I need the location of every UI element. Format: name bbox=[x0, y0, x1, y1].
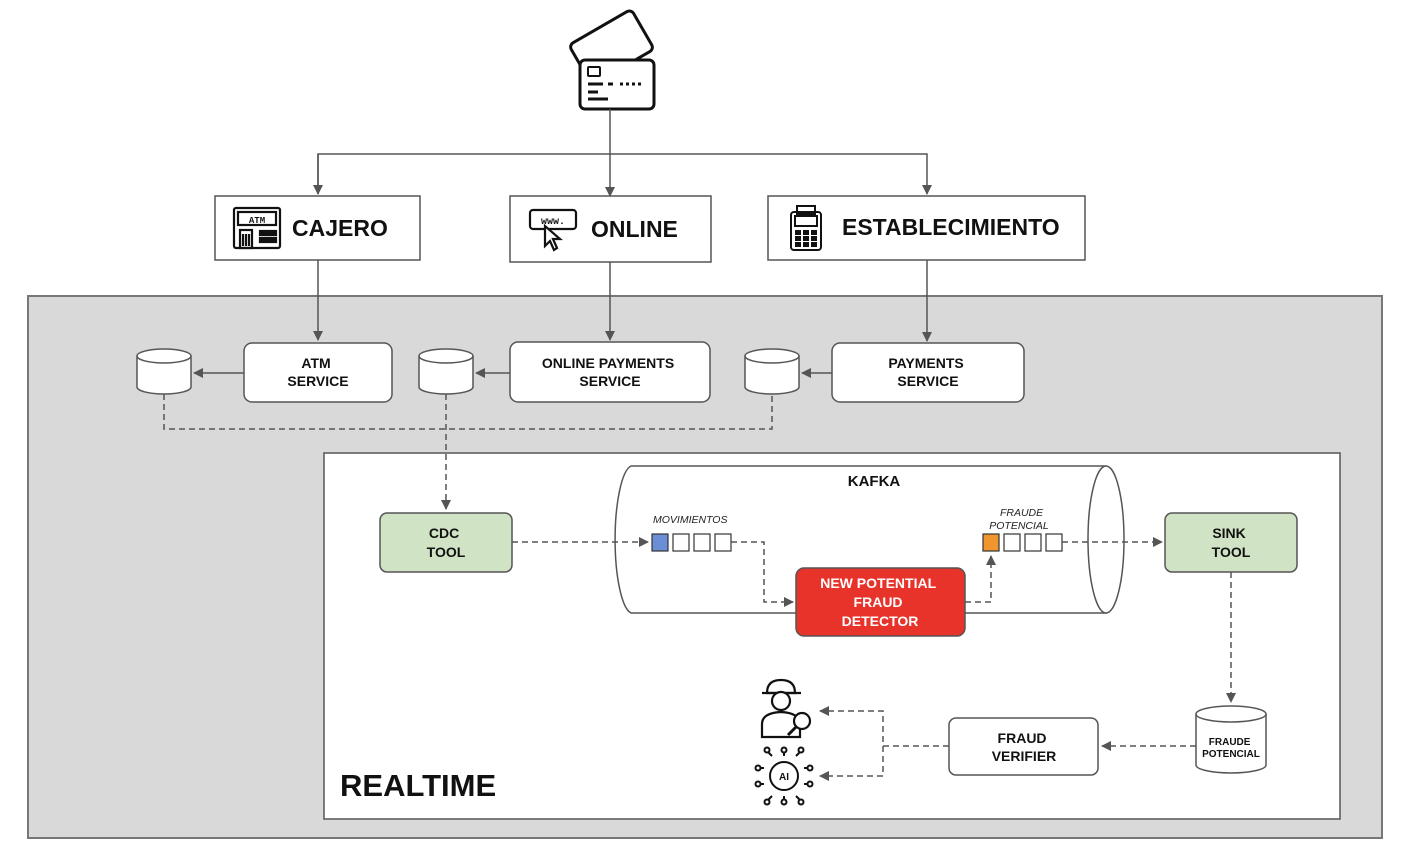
online-service-line1: ONLINE PAYMENTS bbox=[542, 355, 674, 371]
topic-movimientos-label: MOVIMIENTOS bbox=[653, 514, 727, 526]
detector-line2: FRAUD bbox=[854, 594, 903, 610]
fraud-verifier: FRAUD VERIFIER bbox=[948, 717, 1099, 776]
svg-text:ATM SERVICE: ATM SERVICE bbox=[287, 355, 348, 389]
fraud-verifier-line2: VERIFIER bbox=[992, 748, 1057, 764]
svg-text:AI: AI bbox=[779, 772, 789, 783]
payments-service: PAYMENTS SERVICE bbox=[831, 342, 1025, 403]
sink-tool-line2: TOOL bbox=[1212, 544, 1251, 560]
credit-cards-icon bbox=[569, 9, 656, 111]
realtime-title: REALTIME bbox=[340, 768, 496, 803]
svg-text:www.: www. bbox=[541, 217, 565, 228]
card-distribution-lines bbox=[313, 109, 932, 197]
atm-service-line2: SERVICE bbox=[287, 373, 348, 389]
cdc-tool-line2: TOOL bbox=[427, 544, 466, 560]
fraude-db-line2: POTENCIAL bbox=[1202, 749, 1260, 760]
svg-text:SINK TOOL: SINK TOOL bbox=[1212, 525, 1251, 560]
svg-text:FRAUDE POTENCIAL: FRAUDE POTENCIAL bbox=[989, 507, 1049, 532]
fraud-detector: NEW POTENTIAL FRAUD DETECTOR bbox=[795, 567, 966, 637]
online-service-line2: SERVICE bbox=[579, 373, 640, 389]
sink-tool: SINK TOOL bbox=[1164, 512, 1298, 573]
svg-text:ONLINE PAYMENTS SERVICE: ONLINE PAYMENTS SERVICE bbox=[542, 355, 678, 389]
svg-text:FRAUD VERIFIER: FRAUD VERIFIER bbox=[992, 730, 1057, 764]
ai-chip-icon: AI bbox=[754, 746, 814, 806]
fraude-potencial-database: FRAUDE POTENCIAL bbox=[1195, 705, 1267, 774]
channel-cajero: ATM CAJERO bbox=[214, 195, 421, 261]
channel-online: www. ONLINE bbox=[509, 195, 712, 263]
online-database bbox=[418, 348, 474, 395]
cdc-tool-line1: CDC bbox=[429, 525, 459, 541]
channel-cajero-label: CAJERO bbox=[292, 215, 388, 241]
fraud-verifier-line1: FRAUD bbox=[998, 730, 1047, 746]
atm-service-line1: ATM bbox=[301, 355, 330, 371]
svg-text:PAYMENTS SERVICE: PAYMENTS SERVICE bbox=[888, 355, 967, 389]
svg-text:ATM: ATM bbox=[249, 216, 265, 226]
topic-fraude-label-1: FRAUDE bbox=[1000, 507, 1044, 519]
svg-text:CDC TOOL: CDC TOOL bbox=[427, 525, 466, 560]
channel-service-arrows bbox=[313, 260, 932, 342]
svg-text:NEW POTENTIAL FRAUD: NEW POTENTIAL FRAUD DETECTOR bbox=[820, 575, 940, 629]
atm-service: ATM SERVICE bbox=[243, 342, 393, 403]
fraude-db-line1: FRAUDE bbox=[1209, 737, 1251, 748]
cdc-collection-line bbox=[163, 394, 773, 510]
cdc-tool: CDC TOOL bbox=[379, 512, 513, 573]
channel-online-label: ONLINE bbox=[591, 216, 678, 242]
www-click-icon: www. bbox=[528, 208, 578, 252]
realtime-flows bbox=[512, 537, 1236, 781]
payments-service-line1: PAYMENTS bbox=[888, 355, 963, 371]
detector-line1: NEW POTENTIAL bbox=[820, 575, 936, 591]
pos-terminal-icon bbox=[790, 205, 822, 251]
svg-text:FRAUDE POTENCIAL: FRAUDE POTENCIAL bbox=[1202, 737, 1260, 760]
topic-movimientos-queue bbox=[651, 533, 732, 552]
atm-database bbox=[136, 348, 192, 395]
kafka-label: KAFKA bbox=[848, 473, 901, 490]
atm-icon: ATM bbox=[232, 206, 282, 250]
channel-establecimiento-label: ESTABLECIMIENTO bbox=[842, 214, 1060, 240]
kafka-cylinder bbox=[614, 465, 1125, 614]
payments-database bbox=[744, 348, 800, 395]
detective-icon bbox=[760, 678, 812, 739]
sink-tool-line1: SINK bbox=[1212, 525, 1245, 541]
topic-fraude-label-2: POTENCIAL bbox=[989, 520, 1049, 532]
channel-establecimiento: ESTABLECIMIENTO bbox=[767, 195, 1086, 261]
detector-line3: DETECTOR bbox=[842, 613, 919, 629]
online-payments-service: ONLINE PAYMENTS SERVICE bbox=[509, 341, 711, 403]
topic-fraude-queue bbox=[982, 533, 1063, 552]
payments-service-line2: SERVICE bbox=[897, 373, 958, 389]
